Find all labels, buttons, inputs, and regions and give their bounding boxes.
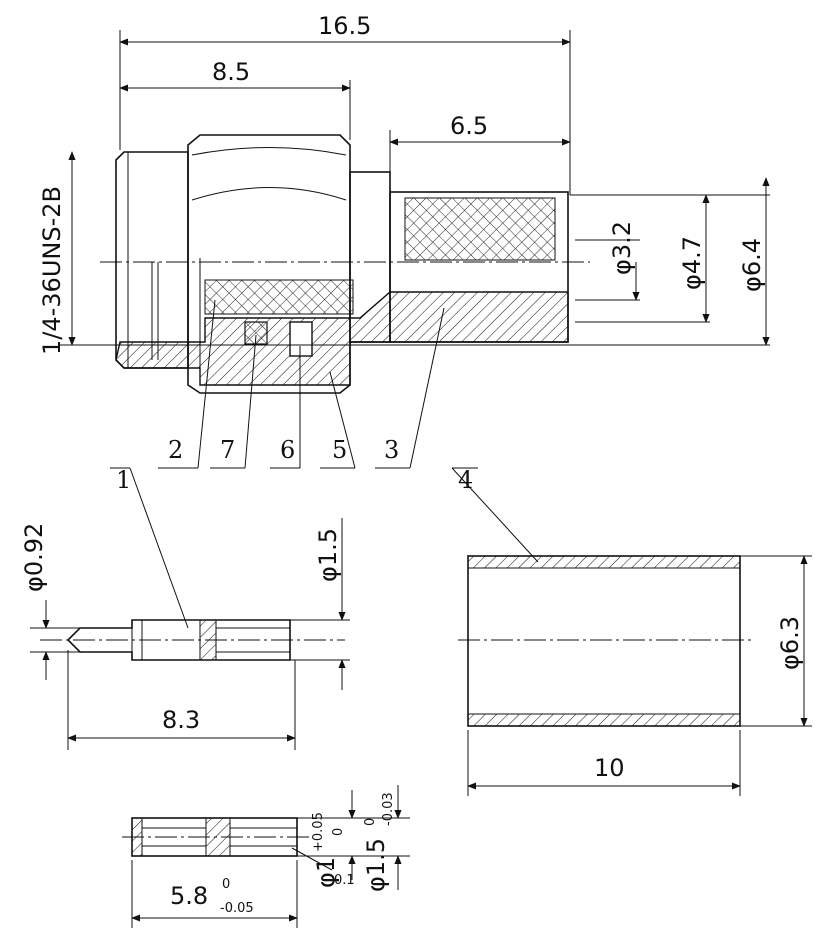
part-label-1: 1	[116, 466, 131, 494]
dim-detail-length-tol-lower: -0.05	[220, 901, 254, 916]
dim-crimp-length: 6.5	[450, 112, 488, 140]
part-label-2: 2	[168, 436, 183, 464]
dim-pin-length: 8.3	[162, 706, 200, 734]
dim-detail-length-tol-upper: 0	[222, 877, 230, 892]
part-label-6: 6	[280, 436, 295, 464]
contact-pin-view	[30, 467, 350, 750]
detail-section-view	[122, 785, 410, 928]
dim-ferrule-length: 10	[594, 754, 625, 782]
ferrule-view	[451, 467, 812, 796]
dim-pin-tip-diameter: φ0.92	[20, 523, 48, 592]
dim-detail-outer-tol-upper: 0	[363, 818, 378, 826]
part-label-5: 5	[332, 436, 347, 464]
dim-diameter-3-2: φ3.2	[608, 221, 636, 275]
part-label-7: 7	[220, 436, 235, 464]
part-callout-lines	[158, 299, 445, 469]
dim-detail-bore-tol-extra: 0.1	[334, 873, 355, 888]
dim-detail-length: 5.8	[170, 882, 208, 910]
part-label-4: 4	[458, 466, 473, 494]
connector-assembly-view	[60, 134, 770, 394]
dim-detail-bore-diameter: φ1	[312, 857, 340, 888]
dim-detail-outer-diameter: φ1.5	[362, 838, 390, 892]
right-diameter-dims	[570, 177, 770, 346]
dim-detail-bore-tol-upper: +0.05	[311, 812, 326, 852]
dim-pin-diameter: φ1.5	[314, 528, 342, 582]
dim-overall-length: 16.5	[318, 12, 371, 40]
dim-diameter-4-7: φ4.7	[678, 236, 706, 290]
top-dimension-lines	[119, 30, 571, 195]
part-label-3: 3	[384, 436, 399, 464]
thread-spec-label: 1/4-36UNS-2B	[38, 186, 66, 355]
dim-ferrule-diameter: φ6.3	[776, 616, 804, 670]
dim-diameter-6-4: φ6.4	[738, 238, 766, 292]
dim-body-length: 8.5	[212, 58, 250, 86]
dim-detail-outer-tol-lower: -0.03	[381, 792, 396, 826]
dim-detail-bore-tol-lower: 0	[331, 828, 346, 836]
